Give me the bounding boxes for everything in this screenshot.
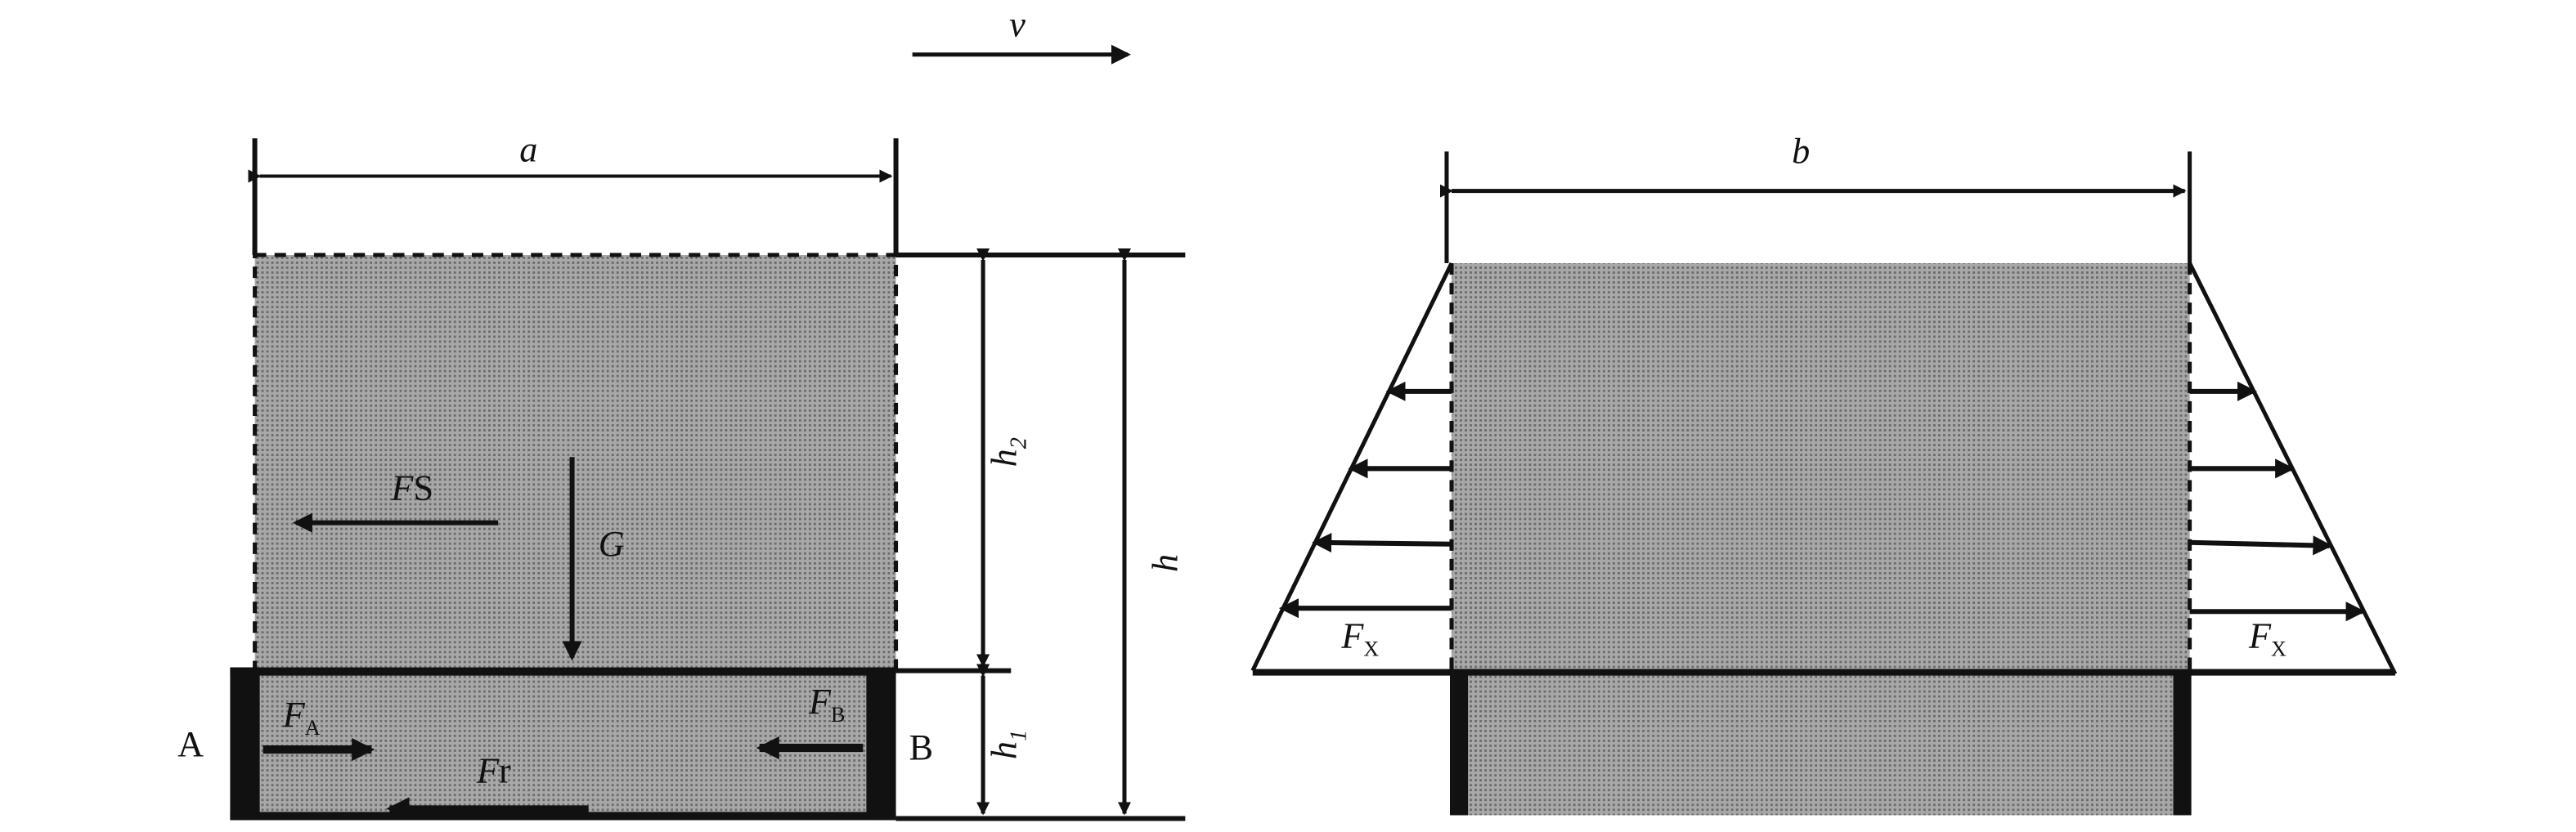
lower-soil-block: [1452, 673, 2190, 816]
pressure-arrow: [1312, 532, 1452, 553]
left-figure: a h2 h1 h FS G FA FB Fr A B: [177, 129, 1186, 821]
wall-a: [230, 667, 260, 821]
h2-label: h2: [984, 437, 1031, 467]
fa-label: FA: [282, 695, 321, 740]
wall-b: [866, 667, 896, 821]
fs-label: FS: [390, 468, 433, 508]
fx-right-label: FX: [2248, 615, 2287, 660]
upper-soil-block: [253, 253, 899, 673]
wall-left: [1450, 673, 1469, 816]
upper-soil-block: [1452, 263, 2190, 674]
base-line: [1252, 669, 2395, 676]
h-label: h: [1145, 554, 1185, 572]
divider-line: [230, 667, 896, 676]
side-label-b: B: [909, 727, 934, 767]
width-b-label: b: [1792, 131, 1810, 171]
side-label-a: A: [177, 724, 204, 764]
velocity-label: v: [1009, 5, 1025, 45]
right-figure: b FX FX: [1250, 131, 2398, 816]
right-pressure-arrows: [2189, 381, 2366, 622]
width-a-label: a: [519, 129, 537, 169]
h1-label: h1: [984, 730, 1031, 759]
fx-left-label: FX: [1340, 615, 1379, 660]
wall-right: [2173, 673, 2192, 816]
pressure-arrow: [2189, 535, 2333, 556]
gravity-label: G: [599, 524, 625, 564]
fr-label: Fr: [476, 750, 511, 790]
left-pressure-arrows: [1278, 381, 1452, 619]
fb-label: FB: [808, 682, 845, 727]
velocity-arrow: v: [912, 5, 1132, 65]
